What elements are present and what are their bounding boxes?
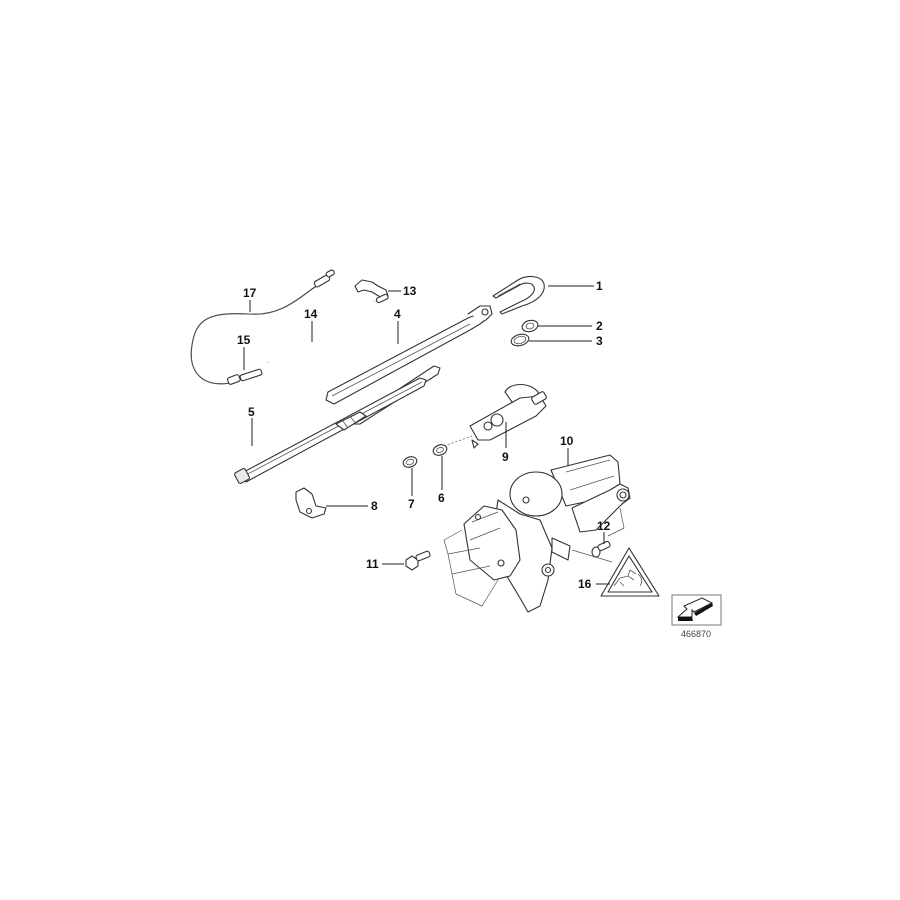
part-14-hose[interactable] [267, 299, 376, 365]
part-8-bracket[interactable] [295, 487, 327, 519]
callout-10[interactable]: 10 [560, 434, 574, 448]
callout-7[interactable]: 7 [408, 497, 415, 511]
callout-13[interactable]: 13 [403, 284, 417, 298]
orientation-arrow-icon [671, 594, 722, 626]
callout-8[interactable]: 8 [371, 499, 378, 513]
callout-16[interactable]: 16 [578, 577, 592, 591]
part-15-connector[interactable] [239, 368, 263, 382]
part-6-grommet[interactable] [432, 443, 449, 457]
part-17-hose-line[interactable] [190, 269, 335, 385]
part-7-seal-ring[interactable] [402, 455, 419, 469]
part-3-seal-ring[interactable] [510, 332, 530, 347]
part-2-washer[interactable] [521, 319, 539, 334]
part-1-cover-cap[interactable] [492, 275, 545, 315]
part-9-spindle[interactable] [443, 383, 547, 449]
callout-3[interactable]: 3 [596, 334, 603, 348]
part-16-warning-label[interactable] [600, 547, 660, 597]
part-13-spray-nozzle[interactable] [354, 279, 389, 304]
callout-17[interactable]: 17 [243, 286, 257, 300]
callout-14[interactable]: 14 [304, 307, 318, 321]
reference-number: 466870 [681, 629, 711, 639]
leader-lines [243, 285, 610, 585]
part-12-bolt[interactable] [591, 540, 611, 558]
callout-4[interactable]: 4 [394, 307, 401, 321]
callout-6[interactable]: 6 [438, 491, 445, 505]
part-5-wiper-blade[interactable] [234, 377, 427, 484]
callout-9[interactable]: 9 [502, 450, 509, 464]
callout-5[interactable]: 5 [248, 405, 255, 419]
callout-15[interactable]: 15 [237, 333, 251, 347]
callout-11[interactable]: 11 [366, 557, 379, 571]
callout-12[interactable]: 12 [597, 519, 611, 533]
callout-2[interactable]: 2 [596, 319, 603, 333]
part-10-wiper-motor[interactable] [443, 454, 631, 613]
part-4-wiper-arm[interactable] [325, 305, 493, 405]
part-11-bolt[interactable] [405, 550, 431, 571]
callout-1[interactable]: 1 [596, 279, 603, 293]
callout-labels: 1 2 3 4 5 6 7 8 9 10 11 12 13 14 15 16 1… [237, 279, 711, 639]
